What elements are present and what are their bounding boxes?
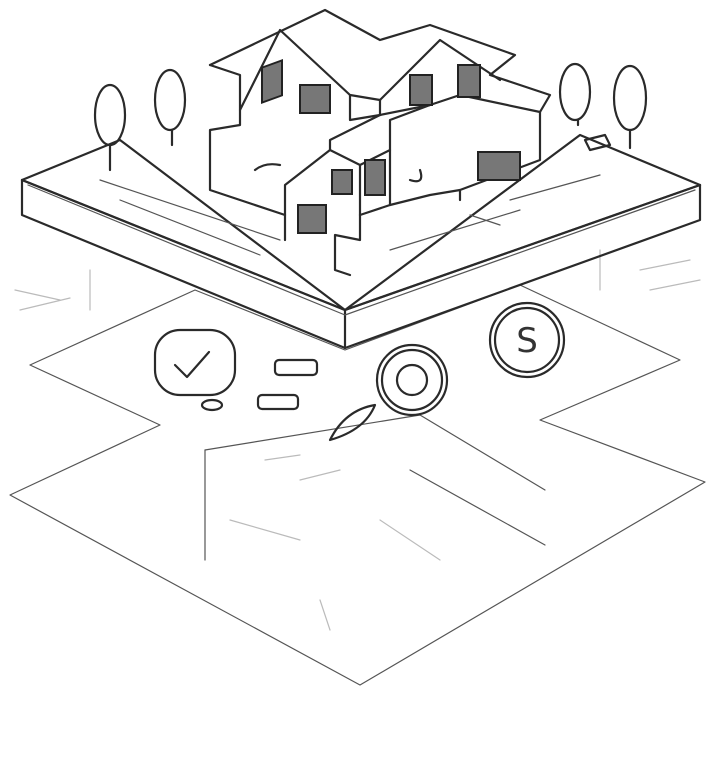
tree-icon [612,64,648,150]
platform [20,133,702,350]
coin-symbol: S [516,321,538,361]
ring-icon [375,343,449,417]
chat-check-icon [153,328,237,412]
trees [93,62,648,172]
tree-icon [558,62,592,127]
tree-icon [153,68,187,147]
coin-icon: S [488,301,566,379]
minus-bars [256,358,377,442]
lower-layer [9,249,706,686]
tree-icon [93,83,127,172]
house-icon [208,8,612,277]
